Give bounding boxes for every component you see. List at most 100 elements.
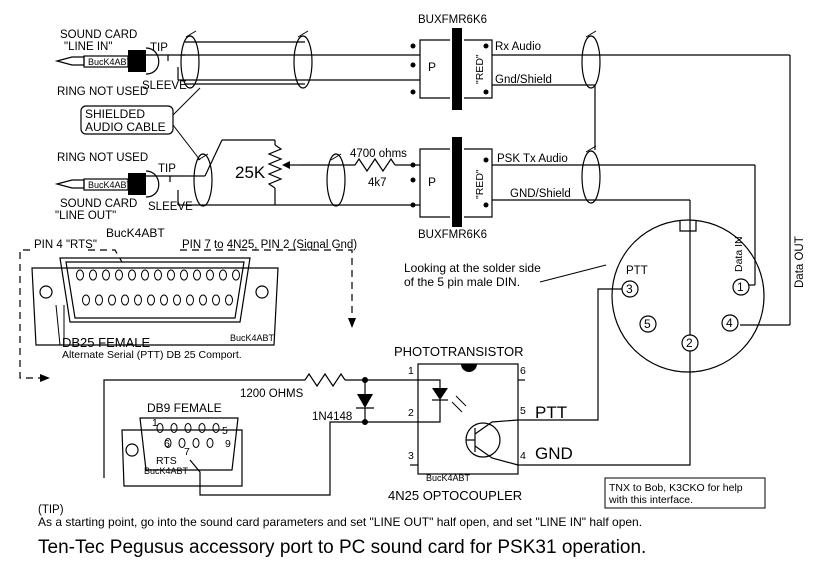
line-out-ring-label: RING NOT USED <box>57 152 148 164</box>
pot-label: 25K <box>235 163 266 182</box>
ptt-resistor-label: 1200 OHMS <box>240 388 304 400</box>
db9-pin1: 1 <box>152 417 158 429</box>
tip-label: (TIP) <box>38 504 64 516</box>
tx-cable-right <box>581 145 756 286</box>
connector-pin <box>134 294 142 306</box>
din-connector <box>525 219 765 466</box>
din-pin-5: 5 <box>644 317 651 331</box>
line-in-tip-label: TIP <box>150 42 168 54</box>
diode-label: 1N4148 <box>312 411 352 423</box>
db25-connector <box>31 257 279 346</box>
bottom-cable-and-pot <box>178 139 420 207</box>
din-data-out-label: Data OUT <box>794 236 806 288</box>
db9-pin7: 7 <box>184 446 190 458</box>
connector-pin <box>128 269 136 281</box>
connector-pin <box>95 294 103 306</box>
db25-note: Alternate Serial (PTT) DB 25 Comport. <box>62 349 242 361</box>
line-in-label-1: SOUND CARD <box>60 29 137 41</box>
db25-brand: BucK4ABT <box>106 226 165 240</box>
cable-note-1: SHIELDED <box>85 107 145 121</box>
diagram-title: Ten-Tec Pegusus accessory port to PC sou… <box>38 537 646 558</box>
transformer-bottom-out1: PSK Tx Audio <box>497 153 568 165</box>
db25-pin7-label: PIN 7 to 4N25, PIN 2 (Signal Gnd) <box>182 239 357 251</box>
db25-name: DB25 FEMALE <box>62 335 150 350</box>
transformer-bottom-out2: GND/Shield <box>510 188 571 200</box>
transformer-top-core: "RED" <box>474 54 486 84</box>
db9-connector <box>121 417 243 487</box>
connector-pin <box>173 294 181 306</box>
connector-pin <box>164 438 172 448</box>
connector-pin <box>154 269 162 281</box>
din-pin-3: 3 <box>626 282 633 296</box>
ptt-circuit <box>103 372 410 496</box>
db25-pin4-label: PIN 4 "RTS" <box>34 239 97 251</box>
connector-pin <box>147 294 155 306</box>
din-ptt-label: PTT <box>626 265 648 277</box>
connector-pin <box>186 294 194 306</box>
connector-pin <box>160 294 168 306</box>
connector-pin <box>232 269 240 281</box>
db25-dashed-leads <box>19 249 356 382</box>
credit-line-2: with this interface. <box>608 494 693 506</box>
transformer-top-primary: P <box>428 60 436 74</box>
rx-cable-right <box>581 30 791 326</box>
db9-rts-label: RTS <box>156 455 177 467</box>
connector-pin <box>102 269 110 281</box>
connector-pin <box>184 423 192 433</box>
line-in-brand: BucK4ABT <box>88 57 133 67</box>
transformer-bottom <box>410 137 585 227</box>
line-in-ring-label: RING NOT USED <box>57 86 148 98</box>
line-out-label-1: SOUND CARD <box>60 198 137 210</box>
cable-note-2: AUDIO CABLE <box>85 120 166 134</box>
line-in-label-2: "LINE IN" <box>64 41 112 53</box>
connector-pin <box>180 269 188 281</box>
connector-pin <box>89 269 97 281</box>
connector-pin <box>82 294 90 306</box>
transformer-top-out1: Rx Audio <box>495 41 541 53</box>
connector-pin <box>76 269 84 281</box>
transformer-top <box>410 28 585 110</box>
db9-pin5: 5 <box>222 425 228 437</box>
opto-pin-5: 5 <box>520 405 526 417</box>
opto-pin-4: 4 <box>520 450 526 462</box>
din-note-1: Looking at the solder side <box>404 261 541 275</box>
cable-callout <box>80 87 201 161</box>
connector-pin <box>170 423 178 433</box>
db9-name: DB9 FEMALE <box>147 401 222 415</box>
line-out-brand: BucK4ABT <box>88 180 133 190</box>
db9-brand: BucK4ABT <box>144 466 189 476</box>
connector-pin <box>206 438 214 448</box>
opto-pin-3: 3 <box>408 450 414 462</box>
connector-pin <box>178 438 186 448</box>
din-note-2: of the 5 pin male DIN. <box>404 275 520 289</box>
line-out-tip-label: TIP <box>158 163 176 175</box>
credit-box <box>604 477 766 509</box>
connector-pin <box>141 269 149 281</box>
connector-pin <box>225 294 233 306</box>
connector-pin <box>219 269 227 281</box>
transformer-top-out2: Gnd/Shield <box>495 74 552 86</box>
opto-pin-2: 2 <box>408 407 414 419</box>
transformer-bottom-core: "RED" <box>474 169 486 199</box>
connector-pin <box>121 294 129 306</box>
optocoupler <box>410 363 525 475</box>
connector-pin <box>212 423 220 433</box>
db9-pin9: 9 <box>225 438 231 450</box>
opto-pin-6: 6 <box>520 365 526 377</box>
transformer-top-part: BUXFMR6K6 <box>418 14 487 26</box>
credit-line-1: TNX to Bob, K3CKO for help <box>609 482 743 494</box>
din-pin-4: 4 <box>726 316 733 330</box>
connector-pin <box>167 269 175 281</box>
transformer-bottom-part: BUXFMR6K6 <box>418 229 487 241</box>
din-data-in-label: Data IN <box>733 236 745 272</box>
resistor-top-label: 4700 ohms <box>350 148 407 160</box>
connector-pin <box>193 269 201 281</box>
din-pin-2: 2 <box>686 336 693 350</box>
opto-header: PHOTOTRANSISTOR <box>394 344 524 359</box>
connector-pin <box>206 269 214 281</box>
opto-brand: BucK4ABT <box>426 473 471 483</box>
top-shielded-cable <box>178 30 420 89</box>
opto-footer: 4N25 OPTOCOUPLER <box>388 488 522 503</box>
line-in-sleeve-label: SLEEVE <box>142 80 187 92</box>
